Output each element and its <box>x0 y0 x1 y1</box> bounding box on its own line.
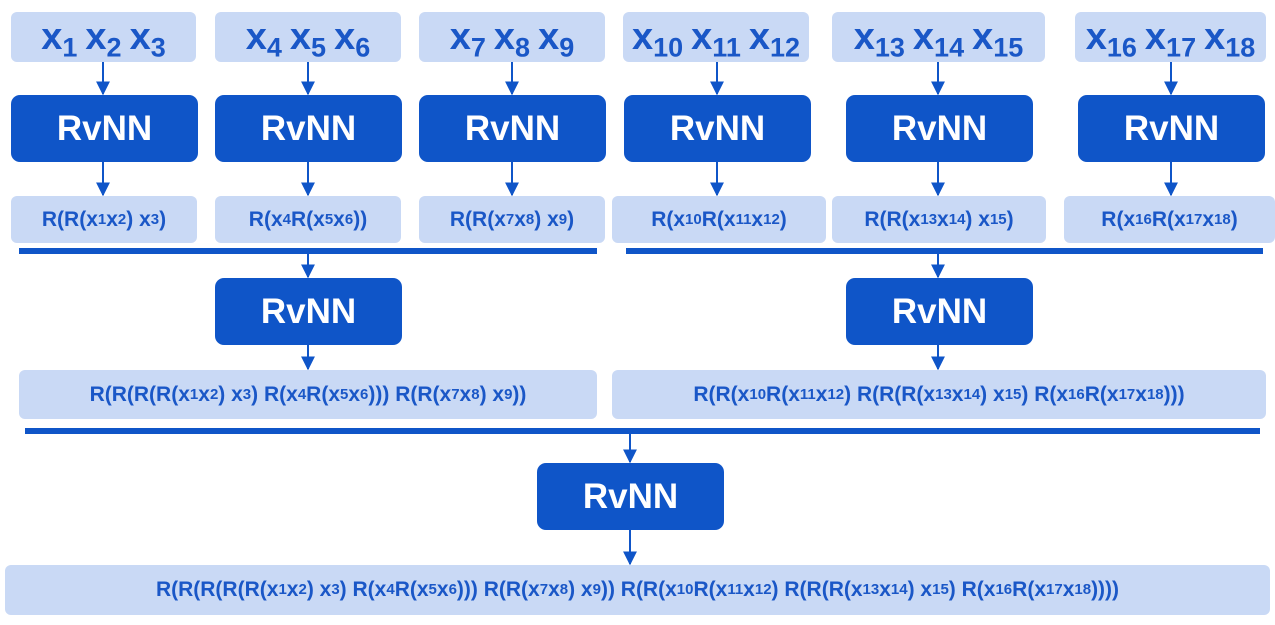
rvnn-module-l3: RvNN <box>537 463 724 530</box>
rvnn-module-l1-6: RvNN <box>1078 95 1265 162</box>
rvnn-module-l1-5: RvNN <box>846 95 1033 162</box>
merge-bar <box>19 248 597 254</box>
merge-bar <box>25 428 1260 434</box>
merge-bar <box>626 248 1263 254</box>
rvnn-module-l2-right: RvNN <box>846 278 1033 345</box>
rvnn-module-l1-2: RvNN <box>215 95 402 162</box>
rvnn-module-l1-4: RvNN <box>624 95 811 162</box>
rvnn-module-l2-left: RvNN <box>215 278 402 345</box>
rvnn-module-l1-1: RvNN <box>11 95 198 162</box>
rvnn-module-l1-3: RvNN <box>419 95 606 162</box>
